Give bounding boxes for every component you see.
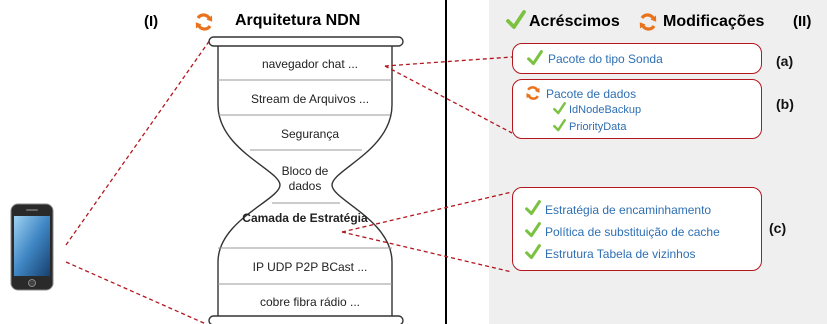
connector-c-top bbox=[341, 191, 513, 233]
hourglass-body bbox=[217, 46, 393, 316]
item-probe-packet: Pacote do tipo Sonda bbox=[548, 52, 663, 66]
tag-c: (c) bbox=[769, 220, 787, 236]
check-icon bbox=[527, 50, 543, 66]
tag-b: (b) bbox=[776, 96, 794, 112]
box-c: Estratégia de encaminhamento Política de… bbox=[512, 187, 762, 271]
zoom-line-top bbox=[65, 39, 211, 246]
layer-transport: IP UDP P2P BCast ... bbox=[252, 260, 368, 274]
layer-applications: navegador chat ... bbox=[261, 57, 359, 71]
layer-strategy: Camada de Estratégia bbox=[242, 211, 368, 225]
connector-a-top bbox=[384, 56, 513, 67]
hourglass-title: Arquitetura NDN bbox=[235, 12, 361, 29]
panel-label-left: (I) bbox=[144, 13, 159, 30]
item-forwarding-strategy: Estratégia de encaminhamento bbox=[545, 203, 712, 217]
legend-additions: Acréscimos bbox=[529, 13, 620, 30]
subitem-idnodebackup: IdNodeBackup bbox=[569, 104, 642, 116]
check-icon bbox=[525, 200, 541, 216]
hourglass-top-cap bbox=[208, 36, 404, 47]
layer-stream: Stream de Arquivos ... bbox=[250, 92, 370, 106]
check-icon bbox=[525, 244, 541, 260]
hourglass bbox=[208, 36, 404, 324]
check-icon bbox=[506, 10, 526, 29]
item-cache-policy: Política de substituição de cache bbox=[545, 225, 720, 239]
box-b: Pacote de dados IdNodeBackup PriorityDat… bbox=[512, 79, 762, 139]
zoom-line-bottom bbox=[65, 261, 207, 324]
item-neighbor-table: Estrutura Tabela de vizinhos bbox=[545, 247, 696, 261]
subitem-prioritydata: PriorityData bbox=[569, 121, 627, 133]
box-a: Pacote do tipo Sonda bbox=[512, 43, 762, 74]
layer-security: Segurança bbox=[280, 127, 340, 141]
sync-icon bbox=[639, 13, 657, 31]
sync-icon bbox=[195, 13, 213, 31]
layer-data-block: Bloco de dados bbox=[281, 164, 329, 193]
item-data-packet: Pacote de dados bbox=[546, 87, 637, 101]
tag-a: (a) bbox=[776, 53, 794, 69]
hourglass-bottom-cap bbox=[208, 315, 404, 324]
check-icon bbox=[525, 222, 541, 238]
check-icon bbox=[553, 102, 566, 115]
connector-c-bottom bbox=[341, 231, 513, 273]
sync-icon bbox=[526, 86, 540, 100]
legend-modifications: Modificações bbox=[663, 13, 765, 30]
smartphone-icon bbox=[10, 203, 54, 291]
check-icon bbox=[553, 119, 566, 132]
connector-b-bottom bbox=[384, 65, 513, 134]
layer-physical: cobre fibra rádio ... bbox=[259, 295, 361, 309]
panel-label-right: (II) bbox=[793, 13, 812, 30]
